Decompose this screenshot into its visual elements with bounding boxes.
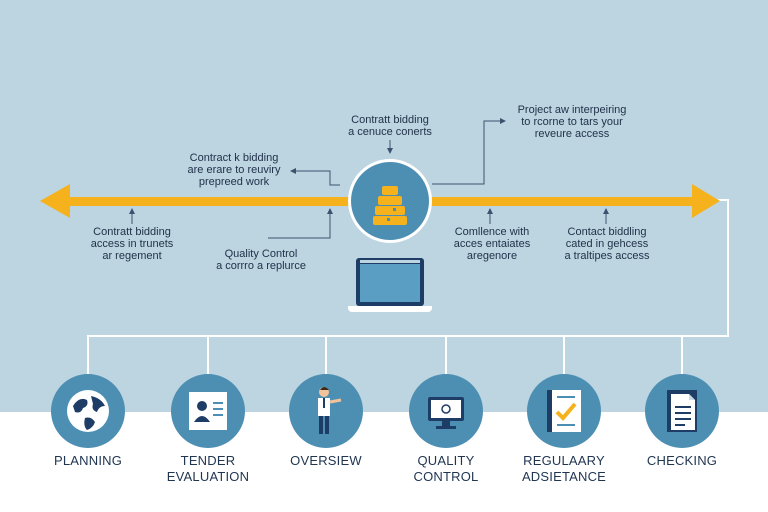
annotation-line: are erare to reuviry [187, 164, 281, 176]
stage-quality-circle [409, 374, 483, 448]
annotation-line: a traltipes access [564, 250, 650, 262]
stage-label-line: QUALITY [417, 453, 475, 468]
annotation-line: Comllence with [454, 226, 530, 238]
annotation-line: to rcorne to tars your [521, 116, 623, 128]
laptop-base [348, 306, 432, 312]
stage-label-line: TENDER [180, 453, 236, 468]
annotation-line: reveure access [534, 128, 610, 140]
stage-label-oversiew: OVERSIEW [261, 453, 391, 469]
document-icon [667, 390, 697, 432]
stage-label-quality: QUALITY CONTROL [381, 453, 511, 485]
stage-oversiew-circle [289, 374, 363, 448]
annotation-line: Contratt bidding [351, 114, 429, 126]
annotation-line: Quality Control [224, 248, 298, 260]
annotation-line: aregenore [466, 250, 518, 262]
stage-label-line: REGULAARY [523, 453, 605, 468]
stage-label-line: CONTROL [413, 469, 479, 484]
id-document-icon [189, 392, 227, 430]
stage-regulaary-circle [527, 374, 601, 448]
stage-checking-circle [645, 374, 719, 448]
central-hub [348, 159, 432, 243]
annotation-line: Contact biddling [567, 226, 647, 238]
stage-label-line: EVALUATION [166, 469, 250, 484]
annotation-upper-left: Contract k bidding are erare to reuviry … [174, 152, 294, 188]
stage-label-checking: CHECKING [617, 453, 747, 469]
annotation-line: a cenuce conerts [348, 126, 432, 138]
annotation-top-right: Project aw interpeiring to rcorne to tar… [502, 104, 642, 140]
stage-label-line: ADSIETANCE [521, 469, 607, 484]
annotation-line: ar regement [102, 250, 162, 262]
annotation-lower-far-left: Contratt bidding access in trunets ar re… [76, 226, 188, 262]
globe-icon [67, 390, 109, 432]
annotation-arrowheads [129, 118, 609, 214]
stage-label-line: OVERSIEW [290, 453, 362, 468]
annotation-line: Project aw interpeiring [517, 104, 627, 116]
stage-label-planning: PLANNING [23, 453, 153, 469]
annotation-top-center: Contratt bidding a cenuce conerts [340, 114, 440, 138]
stage-label-line: CHECKING [646, 453, 718, 468]
annotation-lower-far-right: Contact biddling cated in gehcess a tral… [550, 226, 664, 262]
annotation-line: prepreed work [198, 176, 270, 188]
annotation-line: access in trunets [90, 238, 174, 250]
annotation-line: a corrro a replurce [216, 260, 306, 272]
laptop-icon [356, 258, 424, 306]
stage-label-line: PLANNING [53, 453, 123, 468]
annotation-line: acces entaiates [453, 238, 531, 250]
stage-label-tender: TENDER EVALUATION [143, 453, 273, 485]
stage-planning-circle [51, 374, 125, 448]
stage-strip-background [0, 412, 768, 512]
monitor-icon [428, 397, 464, 429]
annotation-lower-mid-left: Quality Control a corrro a replurce [206, 248, 316, 272]
stacked-blocks-icon [373, 186, 407, 225]
stage-tender-circle [171, 374, 245, 448]
presenter-icon [318, 387, 342, 434]
annotation-lower-mid-right: Comllence with acces entaiates aregenore [440, 226, 544, 262]
stage-label-regulaary: REGULAARY ADSIETANCE [499, 453, 629, 485]
annotation-line: Contratt bidding [93, 226, 171, 238]
annotation-line: cated in gehcess [565, 238, 649, 250]
checklist-icon [547, 390, 581, 432]
annotation-line: Contract k bidding [189, 152, 279, 164]
